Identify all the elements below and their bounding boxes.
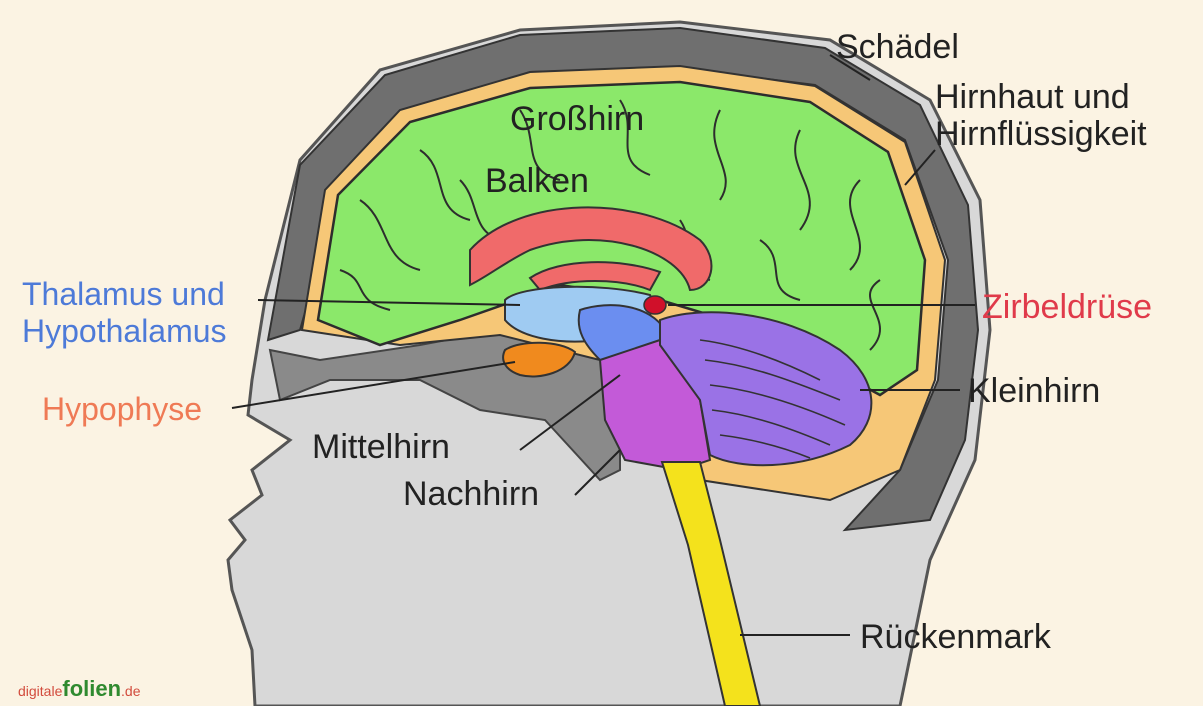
watermark-suffix: .de: [121, 683, 140, 699]
label-zirbeldruese: Zirbeldrüse: [982, 288, 1152, 326]
watermark-prefix: digitale: [18, 683, 62, 699]
label-thalamus-1: Thalamus und: [22, 276, 225, 312]
label-hirnhaut-2: Hirnflüssigkeit: [935, 115, 1147, 153]
label-schaedel: Schädel: [836, 28, 959, 66]
label-hypophyse: Hypophyse: [42, 391, 202, 427]
label-mittelhirn: Mittelhirn: [312, 428, 450, 466]
label-kleinhirn: Kleinhirn: [968, 372, 1100, 410]
label-thalamus-2: Hypothalamus: [22, 313, 227, 349]
label-nachhirn: Nachhirn: [403, 475, 539, 513]
label-balken: Balken: [485, 162, 589, 200]
label-hirnhaut-1: Hirnhaut und: [935, 78, 1130, 116]
pineal-gland: [644, 296, 666, 314]
watermark-main: folien: [62, 676, 121, 701]
label-rueckenmark: Rückenmark: [860, 618, 1052, 656]
watermark: digitalefolien.de: [18, 676, 141, 702]
label-grosshirn: Großhirn: [510, 100, 644, 138]
